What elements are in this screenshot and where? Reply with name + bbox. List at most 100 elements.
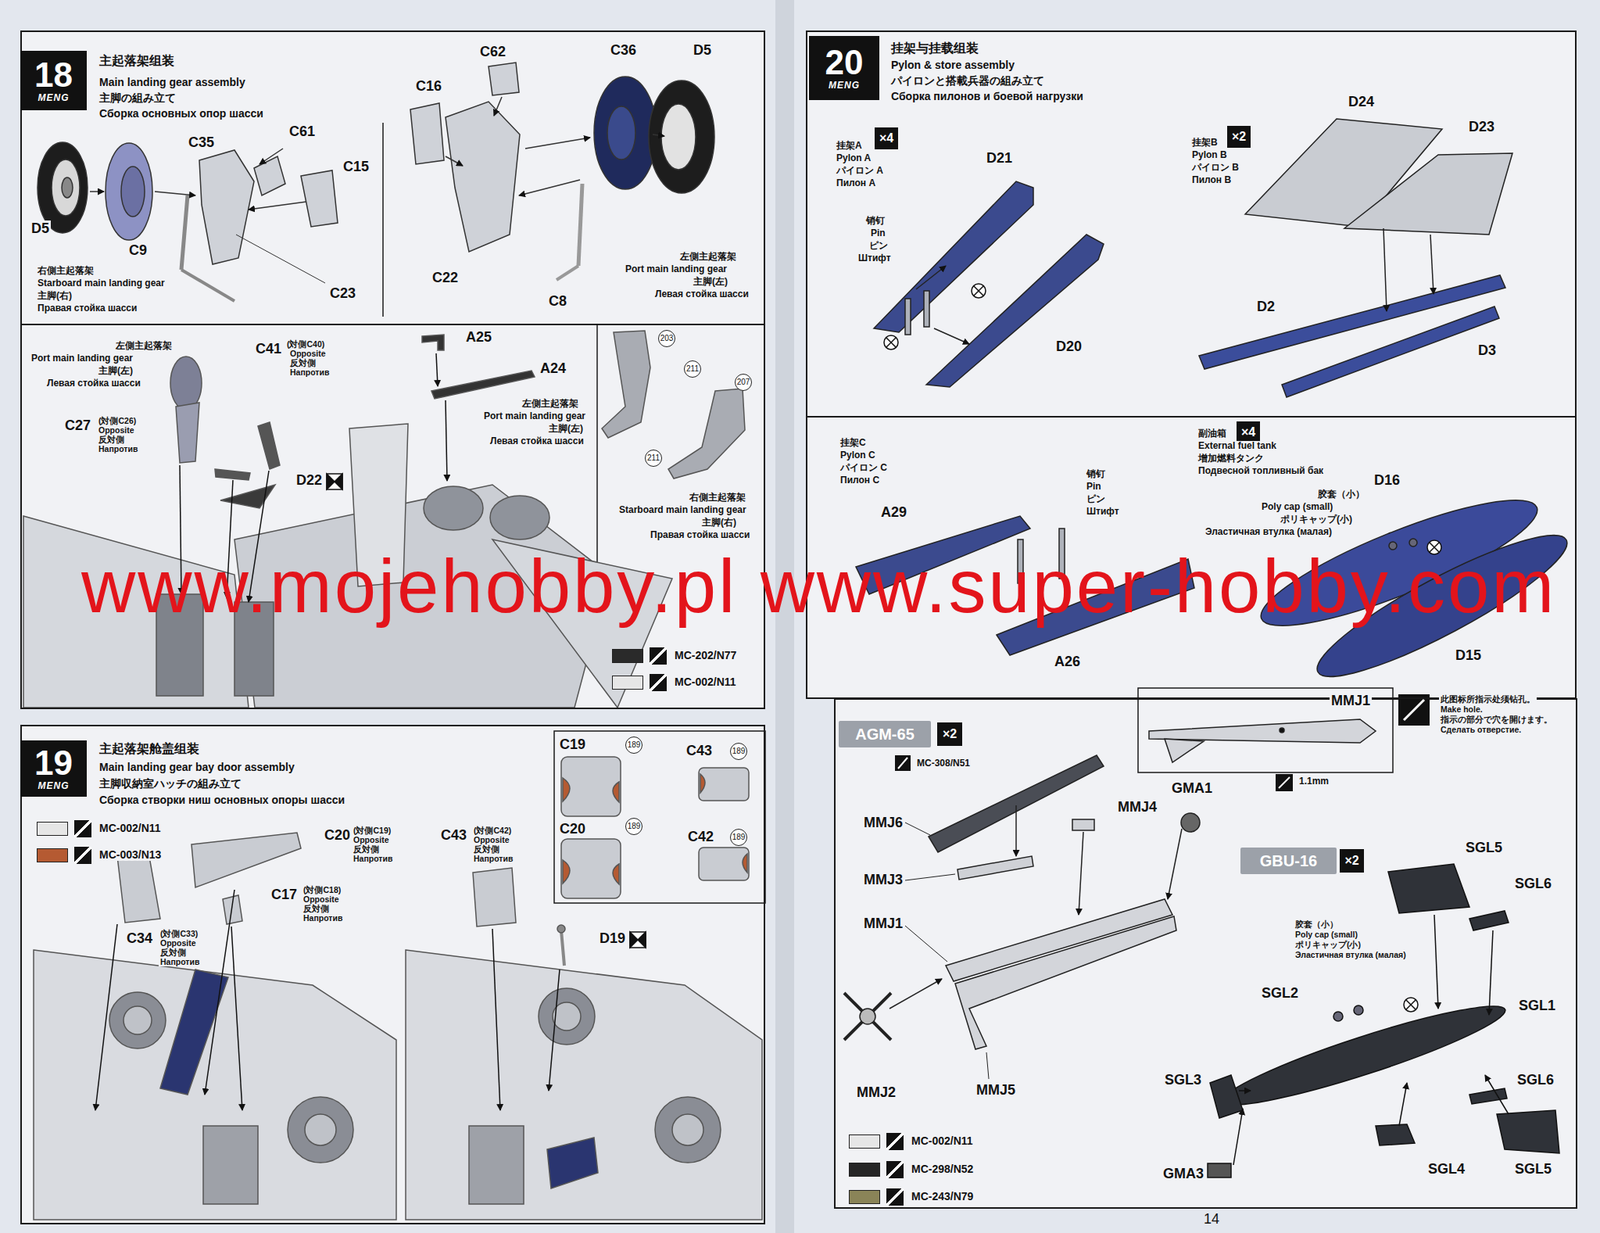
pylon-illustration [923,290,930,327]
part-note: 左側主起落架 [678,251,738,263]
bay-door-illustration [612,781,620,802]
main-gear-illustration [105,143,153,240]
main-gear-illustration [648,80,715,194]
step-title: 主起落架组装 [99,53,175,69]
color-swatch [36,848,69,863]
part-note: 主脚(左) [691,276,730,288]
part-number: C34 [125,930,154,947]
main-gear-illustration [199,150,255,265]
part-number: D15 [1453,647,1483,664]
paint-icon [886,1188,904,1206]
hourglass-icon [629,931,646,948]
legend-text: MC-002/N11 [674,675,737,688]
legend-text: MC-002/N11 [911,1134,974,1147]
part-number: A25 [464,329,494,346]
step-badge: 20MENG [808,35,880,101]
part-number: C8 [547,293,569,310]
quantity-text: ×4 [879,132,894,145]
part-number: D5 [691,42,713,59]
part-number: SGL2 [1259,984,1300,1002]
agm-65-illustration [1181,812,1200,832]
part-number: C35 [186,134,216,151]
part-number: MMJ1 [862,915,905,932]
part-number: D3 [1476,342,1498,359]
note-text: 反対側 [96,434,126,444]
bay-door-illustration [561,838,621,899]
quantity-badge: ×2 [1339,848,1364,873]
part-note: Poly cap (small) [1259,501,1335,513]
part-note: 主脚(右) [35,290,74,302]
part-note: Port main landing gear [29,353,135,365]
part-note: Port main landing gear [482,411,588,423]
bay-door-illustration [203,1125,258,1204]
step-subtitle: 主脚の組み立て [99,91,176,104]
aircraft-underside [220,484,276,509]
tool-icon [1403,699,1425,720]
legend-text: MC-202/N77 [674,648,737,662]
agm-65-illustration [955,916,1177,1049]
part-number: C17 [269,886,299,903]
aircraft-underside [23,330,745,708]
color-swatch [36,821,69,836]
note-text: (対側C26) [96,415,138,426]
part-note: Pin [869,228,888,240]
bay-door-illustration [698,847,749,881]
aircraft-underside [422,334,444,351]
quantity-text: ×2 [942,727,957,741]
no-glue-icon [1403,997,1418,1012]
part-note: Port main landing gear [623,264,729,276]
callout-number: 207 [734,373,752,391]
no-glue-icon [1406,999,1416,1010]
note-text: Opposite [301,894,341,904]
weapon-name: AGM-65 [855,726,915,742]
gbu-16-illustration [1209,1074,1243,1118]
hourglass-icon [326,473,646,948]
main-gear-illustration [236,234,326,283]
aircraft-underside [445,400,448,481]
main-gear-illustration [525,137,591,149]
part-note: Starboard main landing gear [35,278,167,290]
part-number: C16 [414,78,444,95]
gbu-16-illustration [1233,1108,1243,1165]
tool-icon [898,757,908,769]
color-swatch [848,1134,881,1149]
part-number: C22 [430,269,460,287]
aircraft-underside [490,495,550,540]
part-number: D19 [597,930,627,947]
main-gear-illustration [181,269,235,301]
part-note: 增加燃料タンク [1196,453,1266,465]
main-gear-illustration [37,142,88,233]
part-note: ピン [1084,493,1107,505]
part-note: 左側主起落架 [114,340,174,352]
note-text: Opposite [96,425,137,435]
gbu-16-illustration [1238,1089,1251,1092]
agm-65-illustration [905,925,948,962]
part-note: Эластичная втулка (малая) [1203,526,1334,538]
part-note: 挂架B [1190,137,1220,149]
part-number: C20 [558,820,588,838]
part-number: C23 [328,285,358,302]
aircraft-underside [175,402,200,463]
gbu-16-illustration [1217,991,1511,1119]
main-gear-illustration [578,183,583,266]
step-subtitle: Сборка створки ниш основных опоры шасси [99,793,345,806]
main-gear-illustration [248,201,307,210]
agm-65-illustration [1164,738,1204,763]
pylon-illustration [1409,538,1418,547]
bay-door-illustration [700,773,706,793]
part-number: D21 [984,150,1014,167]
bay-door-illustration [231,926,243,1110]
main-gear-illustration [493,96,502,116]
gbu-16-illustration [1207,863,1560,1178]
no-glue-icon [884,335,899,350]
note-text: 此图标所指示处须钻孔。 [1438,694,1537,704]
watermark: www.mojehobby.pl www.super-hobby.com [81,548,1557,624]
note-text: Напротив [158,956,201,967]
color-swatch [848,1162,881,1177]
step-badge: 19MENG [20,740,87,797]
part-number: SGL5 [1513,1160,1554,1178]
hourglass-icon [326,473,343,490]
part-number: MMJ3 [862,871,905,888]
hourglass-icon [326,473,343,490]
